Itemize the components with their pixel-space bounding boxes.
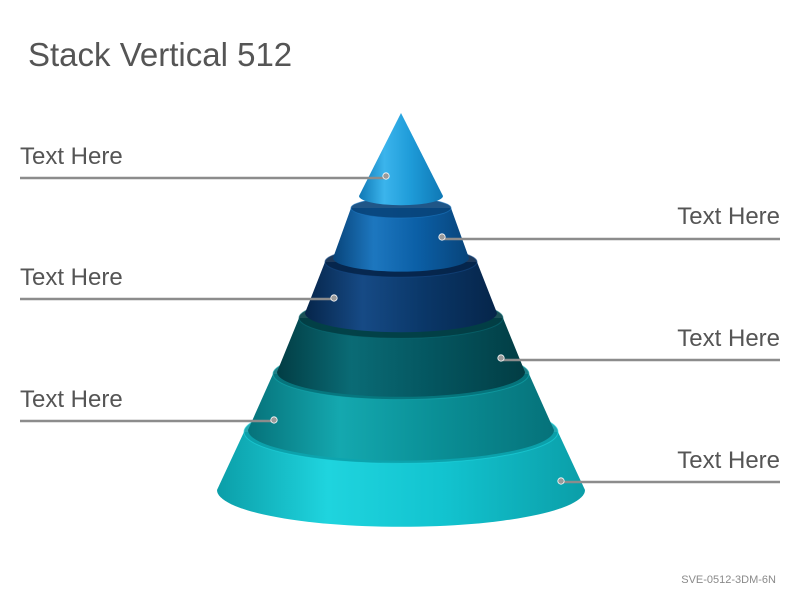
leader-2: [438, 233, 780, 241]
leader-line: [499, 358, 780, 362]
tier-label-5: Text Here: [20, 386, 123, 413]
leader-line: [20, 419, 276, 423]
tier-body: [333, 208, 469, 272]
leader-dot: [382, 172, 390, 180]
tier-body: [305, 262, 497, 333]
page-title: Stack Vertical 512: [28, 36, 293, 73]
tier-label-4: Text Here: [677, 325, 780, 352]
leader-6: [557, 477, 780, 485]
cone-tier-2: [333, 197, 469, 272]
cone-tiers: [217, 113, 585, 527]
leader-dot: [270, 416, 278, 424]
footer-code: SVE-0512-3DM-6N: [681, 574, 776, 586]
leader-dot: [438, 233, 446, 241]
leader-3: [20, 294, 338, 302]
leader-dot: [557, 477, 565, 485]
leader-line: [559, 480, 780, 484]
leader-line: [440, 237, 780, 241]
tier-label-6: Text Here: [677, 447, 780, 474]
tier-label-3: Text Here: [20, 264, 123, 291]
tier-body: [248, 374, 554, 461]
leader-4: [497, 354, 780, 362]
tier-body: [359, 113, 443, 206]
leader-5: [20, 416, 278, 424]
leader-lines: [20, 172, 780, 485]
tier-label-1: Text Here: [20, 143, 123, 170]
leader-line: [20, 176, 388, 180]
leader-line: [20, 297, 336, 301]
tier-label-2: Text Here: [677, 203, 780, 230]
leader-1: [20, 172, 390, 180]
leader-dot: [497, 354, 505, 362]
tier-body: [277, 318, 525, 397]
leader-dot: [330, 294, 338, 302]
cone-tier-1: [359, 113, 443, 206]
